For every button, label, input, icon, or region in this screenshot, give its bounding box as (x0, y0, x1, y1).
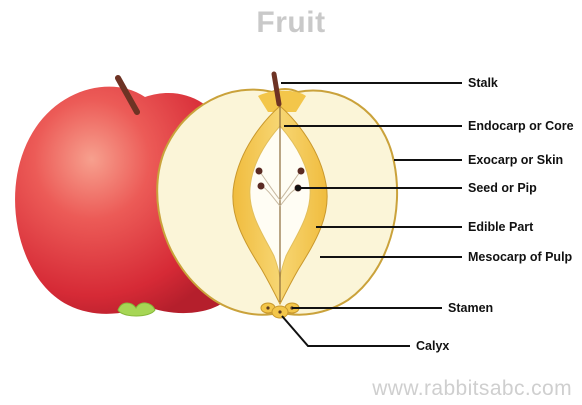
label-stamen: Stamen (448, 301, 493, 315)
seed-pointer-dot (295, 185, 301, 191)
seed-left-bottom (258, 183, 265, 190)
label-edible: Edible Part (468, 220, 533, 234)
label-exocarp: Exocarp or Skin (468, 153, 563, 167)
leader-calyx (282, 316, 410, 346)
seed-left-top (256, 168, 263, 175)
label-endocarp: Endocarp or Core (468, 119, 574, 133)
watermark: www.rabbitsabc.com (372, 377, 572, 401)
apple-cross-section (157, 74, 397, 318)
label-calyx: Calyx (416, 339, 449, 353)
label-mesocarp: Mesocarp of Pulp (468, 250, 572, 264)
seed-right-top (298, 168, 305, 175)
label-stalk: Stalk (468, 76, 498, 90)
label-seed: Seed or Pip (468, 181, 537, 195)
